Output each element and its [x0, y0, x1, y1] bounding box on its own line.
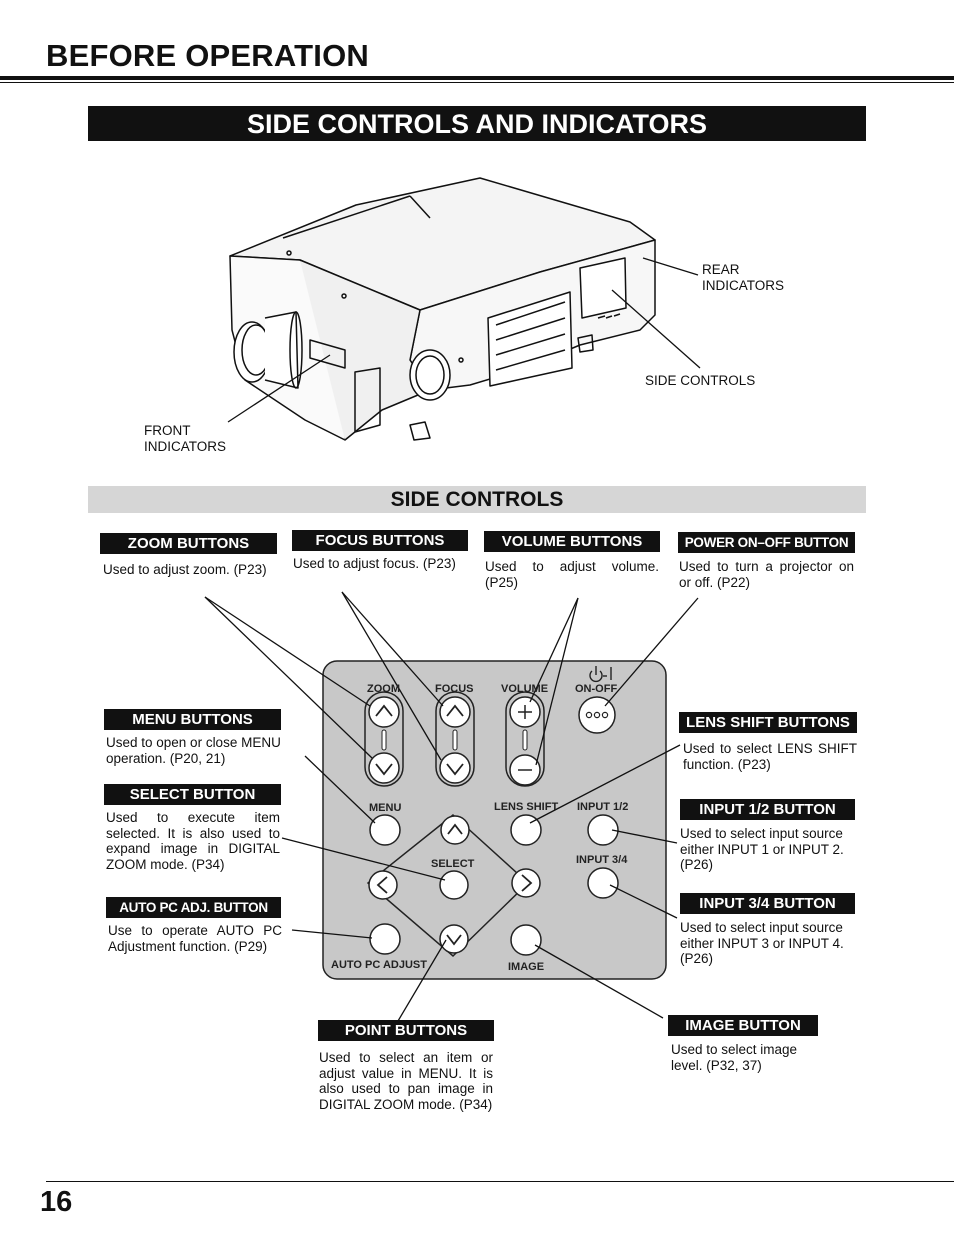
zoom-rocker: [364, 691, 404, 787]
front-indicators-line2: INDICATORS: [144, 439, 227, 454]
point-up-button: [440, 815, 470, 845]
footer-rule: [46, 1181, 954, 1182]
page-title: BEFORE OPERATION: [46, 38, 369, 73]
image-button-label: IMAGE BUTTON: [668, 1015, 818, 1036]
side-controls-title: SIDE CONTROLS: [88, 486, 866, 513]
panel-input34-label: INPUT 3/4: [576, 854, 628, 866]
header-rule: [0, 76, 954, 80]
image-button: [510, 924, 542, 956]
illustration-leader-lines: [227, 257, 701, 423]
control-panel: [322, 660, 667, 980]
rear-indicators-line1: REAR: [702, 262, 740, 277]
panel-input12-label: INPUT 1/2: [577, 801, 629, 813]
menu-buttons-desc: Used to open or close MENU operation. (P…: [106, 735, 281, 766]
input-1-2-button: [587, 814, 619, 846]
select-button: [439, 870, 469, 900]
input-1-2-label: INPUT 1/2 BUTTON: [680, 799, 855, 820]
page-number: 16: [40, 1186, 73, 1218]
auto-pc-adj-label: AUTO PC ADJ. BUTTON: [106, 897, 281, 918]
focus-buttons-label: FOCUS BUTTONS: [292, 530, 468, 551]
volume-rocker: [505, 691, 545, 787]
image-button-desc: Used to select image level. (P32, 37): [671, 1042, 798, 1073]
volume-buttons-label: VOLUME BUTTONS: [484, 531, 660, 552]
lens-shift-label: LENS SHIFT BUTTONS: [679, 712, 857, 733]
power-icon: [589, 666, 612, 683]
panel-focus-label: FOCUS: [435, 683, 474, 695]
point-right-button: [511, 868, 541, 898]
input-3-4-label: INPUT 3/4 BUTTON: [680, 893, 855, 914]
header-rule-thin: [0, 82, 954, 83]
menu-buttons-label: MENU BUTTONS: [104, 709, 281, 730]
panel-image-label: IMAGE: [508, 961, 545, 973]
projector-illustration: [229, 177, 656, 441]
input-3-4-desc: Used to select input source either INPUT…: [680, 920, 844, 966]
zoom-buttons-label: ZOOM BUTTONS: [100, 533, 277, 554]
lens-shift-desc: Used to select LENS SHIFT function. (P23…: [683, 741, 857, 772]
auto-pc-adj-desc: Use to operate AUTO PC Adjustment functi…: [108, 923, 282, 954]
panel-zoom-label: ZOOM: [367, 683, 400, 695]
auto-pc-adjust-button: [369, 923, 401, 955]
rear-indicators-label: REAR INDICATORS: [702, 262, 784, 294]
panel-autopc-label: AUTO PC ADJUST: [331, 959, 427, 971]
lens-shift-button: [510, 814, 542, 846]
point-down-button: [439, 924, 469, 954]
select-button-desc: Used to execute item selected. It is als…: [106, 810, 280, 872]
menu-button: [369, 814, 401, 846]
front-indicators-label: FRONT INDICATORS: [144, 423, 226, 455]
side-controls-callout: SIDE CONTROLS: [645, 373, 756, 388]
front-indicators-line1: FRONT: [144, 423, 191, 438]
focus-rocker: [435, 691, 475, 787]
panel-lensshift-label: LENS SHIFT: [494, 801, 559, 813]
section-title: SIDE CONTROLS AND INDICATORS: [88, 106, 866, 141]
panel-select-label: SELECT: [431, 858, 475, 870]
panel-volume-label: VOLUME: [501, 683, 549, 695]
power-button-desc: Used to turn a projector on or off. (P22…: [679, 559, 854, 590]
volume-buttons-desc: Used to adjust volume. (P25): [485, 559, 659, 590]
rear-indicators-line2: INDICATORS: [702, 278, 785, 293]
point-buttons-diamond: [366, 814, 530, 958]
power-button-label: POWER ON–OFF BUTTON: [678, 532, 855, 553]
select-button-label: SELECT BUTTON: [104, 784, 281, 805]
focus-buttons-desc: Used to adjust focus. (P23): [293, 556, 456, 571]
panel-onoff-label: ON-OFF: [575, 683, 618, 695]
control-leader-lines: [204, 591, 699, 1022]
panel-menu-label: MENU: [369, 802, 402, 814]
point-buttons-label: POINT BUTTONS: [318, 1020, 494, 1041]
input-3-4-button: [587, 867, 619, 899]
input-1-2-desc: Used to select input source either INPUT…: [680, 826, 844, 872]
on-off-button: [578, 696, 616, 734]
point-left-button: [368, 870, 398, 900]
point-buttons-desc: Used to select an item or adjust value i…: [319, 1050, 493, 1112]
zoom-buttons-desc: Used to adjust zoom. (P23): [103, 562, 267, 577]
